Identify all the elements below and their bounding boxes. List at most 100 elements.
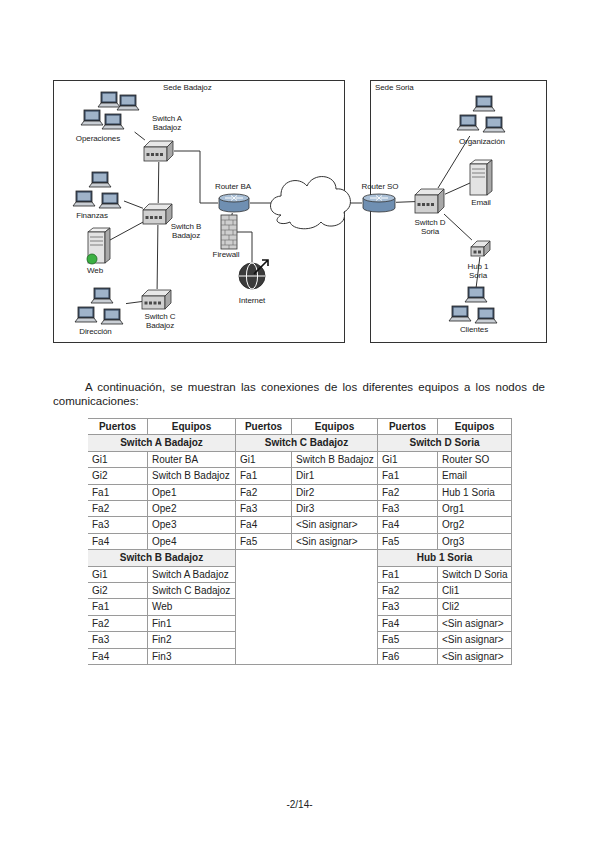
table-cell: Cli1 [438,583,512,599]
laptop-lid [468,287,484,298]
table-cell: <Sin asignar> [438,616,512,632]
network-link [396,201,415,203]
laptop-base [102,125,124,129]
table-cell: Fa6 [378,649,438,665]
laptop-display [454,308,467,316]
table-cell: Dir1 [292,468,378,485]
device-port [150,216,153,219]
network-link [157,225,159,289]
brick-joint [225,230,226,235]
table-cell: Dir3 [292,501,378,517]
table-cell: Gi2 [88,583,148,599]
laptop-lid [84,110,100,121]
device-port [146,216,149,219]
network-link [444,214,472,240]
table-cell: Fin2 [148,632,236,649]
laptop-base [465,298,487,302]
device-front [144,147,167,161]
server-bay [90,241,103,242]
table-cell: Ope4 [148,534,236,550]
table-cell: Fa4 [88,649,148,665]
laptop-base [98,103,120,107]
table-cell: Fa4 [378,517,438,534]
laptop-display [478,98,491,106]
table-cell: Ope2 [148,501,236,517]
device-port [154,302,157,305]
laptop-lid [94,288,110,299]
device-side [165,290,171,309]
table-header: Puertos [378,419,438,435]
device-label: Switch B Badajoz [166,222,206,240]
table-cell: Fa1 [88,485,148,501]
table-cell: Fa1 [378,468,438,485]
network-device: Email [470,160,492,196]
device-icon [142,289,172,310]
device-label: Router SO [355,182,405,191]
network-link [124,201,143,208]
server-bay [472,169,485,170]
laptop-base [99,204,121,208]
table-cell: Fa3 [378,599,438,616]
table-cell: Fa3 [236,501,292,517]
device-side [484,241,490,256]
network-device: Operaciones [79,92,139,132]
device-label: Finanzas [62,211,122,220]
laptop-base [457,126,479,130]
table-cell: Switch C Badajoz [148,583,236,599]
brick-joint [225,220,226,225]
network-device: Switch B Badajoz [143,203,173,225]
site-heading: Sede Soria [375,83,445,92]
table-cell: Fin1 [148,616,236,632]
table-cell: Fa3 [378,501,438,517]
laptop-display [104,195,117,203]
table-section-header: Hub 1 Soria [378,550,512,567]
server-side [487,160,492,195]
table-header: Equipos [148,419,236,435]
table-cell: Fa2 [378,485,438,501]
laptop-lid [102,193,118,204]
laptop-lid [92,172,108,183]
device-icon [471,240,491,257]
table-cell: Switch B Badajoz [292,452,378,468]
laptop-lid [104,309,120,320]
router-top [363,194,395,202]
table-cell: Router BA [148,452,236,468]
network-link [438,136,470,188]
device-icon [143,203,173,225]
laptop-display [462,117,475,125]
table-cell: Fa3 [88,632,148,649]
device-icon [74,288,126,326]
network-device: Internet [238,262,266,290]
table-cell: Fin3 [148,649,236,665]
table-cell: Fa2 [236,485,292,501]
laptop-display [488,119,501,127]
table-cell: <Sin asignar> [292,534,378,550]
device-port [422,203,425,206]
laptop-base [101,320,123,324]
network-link [158,162,160,203]
laptop-display [122,97,135,105]
device-front [143,210,166,224]
router-arrows [225,196,243,201]
server-bay [90,245,103,246]
device-icon [218,193,250,213]
server-bay [472,173,485,174]
device-side [438,189,444,213]
table-cell: Dir2 [292,485,378,501]
brick-joint [229,215,230,220]
table-cell: Fa1 [378,567,438,583]
table-section-header: Switch C Badajoz [236,435,378,452]
device-port [151,153,154,156]
site-heading: Sede Badajoz [163,83,243,92]
brick-joint [229,245,230,249]
device-port [474,251,477,254]
network-device: Clientes [448,287,500,323]
device-label: Switch C Badajoz [139,312,181,330]
laptop-display [470,289,483,297]
device-port [147,153,150,156]
table-cell: Hub 1 Soria [438,485,512,501]
table-cell: Switch D Soria [438,567,512,583]
device-label: Switch A Badajoz [146,114,188,132]
body-paragraph: A continuación, se muestran las conexion… [53,380,545,408]
